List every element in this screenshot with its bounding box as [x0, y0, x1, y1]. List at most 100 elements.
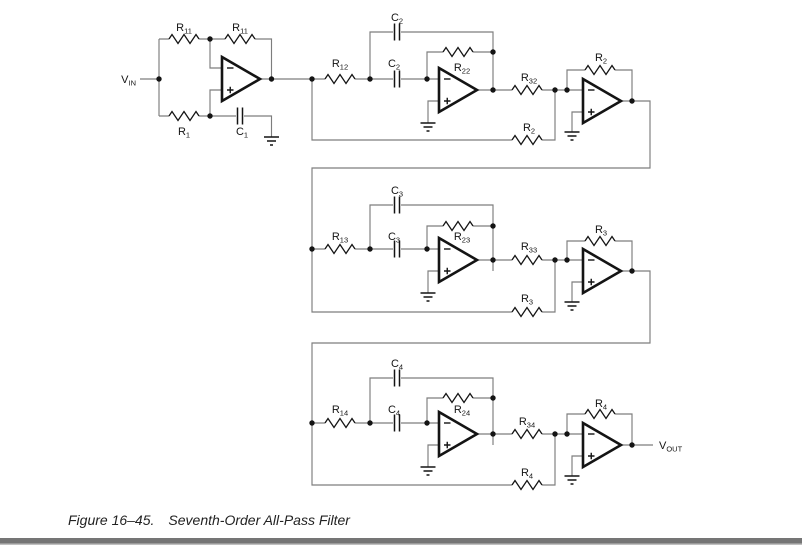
- footer-rule: [0, 538, 802, 544]
- resistor-r4-bottom: [511, 479, 543, 491]
- label-r2-bottom: R2: [523, 122, 535, 136]
- resistor-r32: [511, 84, 543, 96]
- ground-5: [563, 301, 581, 311]
- junction-dot: [309, 246, 315, 252]
- capacitor-c2-inline: [393, 69, 401, 89]
- label-r12: R12: [332, 58, 348, 72]
- label-c1: C1: [236, 126, 248, 140]
- wire-row1-opamp3-plus: [571, 111, 583, 132]
- label-r34: R34: [519, 416, 535, 430]
- resistor-r2-feedback: [584, 64, 616, 76]
- wire-row3-r4-bottom: [311, 423, 556, 486]
- label-r3-feedback: R3: [595, 224, 607, 238]
- ground-2: [419, 122, 437, 132]
- junction-dot: [552, 257, 558, 263]
- resistor-r1: [168, 110, 200, 122]
- label-c3-inline: C3: [388, 231, 400, 245]
- wire-stage1-plus: [209, 89, 222, 116]
- label-r4-bottom: R4: [521, 467, 533, 481]
- capacitor-c1: [236, 106, 244, 126]
- label-r11-input: R11: [176, 22, 192, 36]
- label-r23: R23: [454, 231, 470, 245]
- wire-row2-r3-bottom: [311, 249, 556, 313]
- opamp-5: [581, 247, 623, 295]
- wire-row2-opamp4-plus: [427, 270, 439, 293]
- wire-stage1-minus: [209, 39, 222, 69]
- opamp-1: [220, 55, 262, 103]
- capacitor-c2-top: [393, 22, 401, 42]
- footer-rule-highlight: [0, 543, 802, 545]
- label-r11-feedback: R11: [232, 22, 248, 36]
- wire-stage1-top: [159, 38, 273, 79]
- capacitor-c3-top: [393, 195, 401, 215]
- label-r22: R22: [454, 62, 470, 76]
- resistor-r22: [442, 46, 474, 58]
- labels: VIN R11 R11 R1 C1 R12 C2 C2 R22 R32 R2 R…: [121, 12, 682, 481]
- junction-dot: [490, 431, 496, 437]
- junction-dot: [156, 76, 162, 82]
- wire-row1-r22-feedback: [426, 51, 493, 79]
- capacitor-c4-top: [393, 368, 401, 388]
- figure-caption: Figure 16–45.Seventh-Order All-Pass Filt…: [68, 512, 351, 528]
- junction-dot: [490, 87, 496, 93]
- label-c2-inline: C2: [388, 58, 400, 72]
- junction-dot: [629, 268, 635, 274]
- resistor-r12: [324, 73, 356, 85]
- wire-row2-c3-top: [369, 204, 494, 271]
- resistor-r3-bottom: [511, 306, 543, 318]
- resistor-r11-input: [168, 33, 200, 45]
- label-r3-bottom: R3: [521, 293, 533, 307]
- wire-stage1-bottom: [159, 115, 273, 137]
- label-vin: VIN: [121, 74, 136, 88]
- resistor-r23: [442, 220, 474, 232]
- opamp-7: [581, 421, 623, 469]
- resistor-r14: [324, 417, 356, 429]
- junction-dot: [564, 87, 570, 93]
- wire-row2-r3-feedback: [566, 240, 633, 271]
- resistor-r33: [511, 254, 543, 266]
- junction-dot: [207, 36, 213, 42]
- label-c3-top: C3: [391, 185, 403, 199]
- wire-row3-opamp7-plus: [571, 455, 583, 476]
- ground-1: [263, 136, 280, 146]
- label-r32: R32: [521, 72, 537, 86]
- junction-dot: [629, 442, 635, 448]
- junction-dot: [207, 113, 213, 119]
- wire-row3-opamp6-plus: [427, 444, 439, 467]
- resistor-r11-feedback: [224, 33, 256, 45]
- resistor-r2-bottom: [511, 134, 543, 146]
- label-r4-feedback: R4: [595, 398, 607, 412]
- resistor-r3-feedback: [584, 235, 616, 247]
- ground-6: [419, 466, 437, 476]
- label-vout: VOUT: [659, 440, 683, 454]
- opamp-3: [581, 77, 623, 125]
- junction-dot: [268, 76, 275, 82]
- wire-row1-c2-top: [369, 31, 494, 90]
- label-r24: R24: [454, 404, 470, 418]
- junction-dots: [156, 36, 635, 448]
- junction-dot: [490, 223, 496, 229]
- junction-dot: [490, 257, 496, 263]
- label-r13: R13: [332, 231, 348, 245]
- junction-dot: [424, 76, 430, 82]
- label-r33: R33: [521, 241, 537, 255]
- opamp-4: [437, 236, 479, 284]
- label-r14: R14: [332, 404, 348, 418]
- wire-row3-c4-top: [369, 377, 494, 445]
- opamp-2: [437, 66, 479, 114]
- ground-3: [563, 131, 581, 141]
- wire-row3-r4-feedback: [566, 413, 633, 445]
- label-c4-inline: C4: [388, 404, 400, 418]
- wire-row1-r2-feedback: [566, 69, 633, 101]
- wire-row1-to-row2: [311, 100, 651, 249]
- junction-dot: [490, 49, 496, 55]
- ground-4: [419, 292, 437, 302]
- wire-row3-r24-feedback: [426, 397, 493, 423]
- wire-row1-r2-bottom: [311, 79, 556, 141]
- resistor-r13: [324, 243, 356, 255]
- wire-row2-opamp5-plus: [571, 281, 583, 302]
- junction-dot: [309, 76, 315, 82]
- junction-dot: [490, 395, 496, 401]
- resistor-r34: [511, 428, 543, 440]
